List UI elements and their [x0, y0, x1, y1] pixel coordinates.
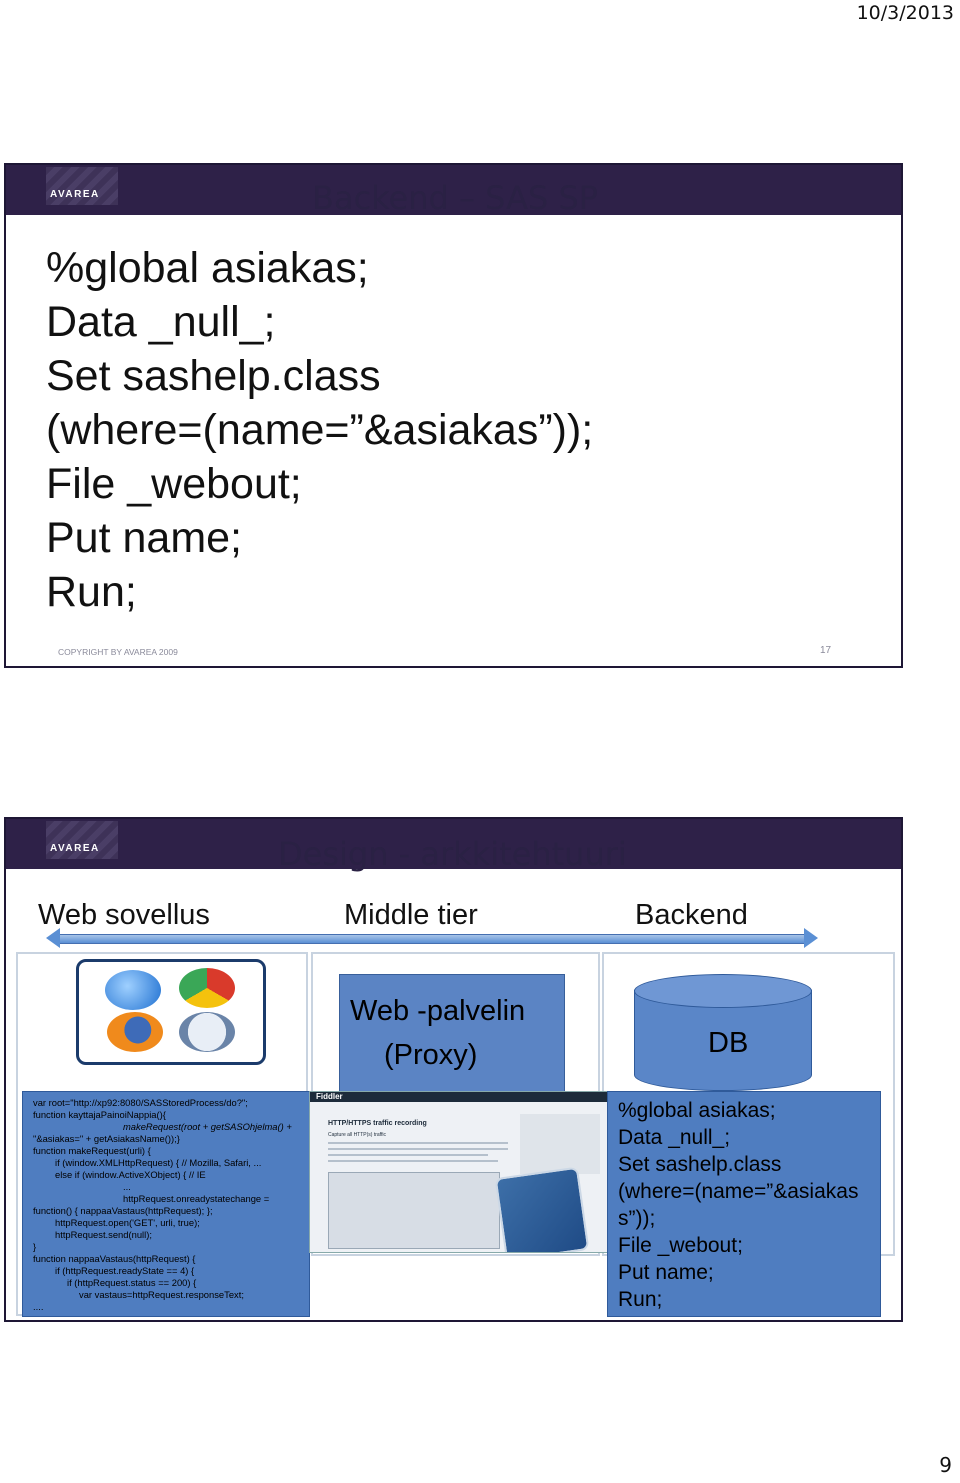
arrow-left-icon	[46, 928, 60, 948]
slide-title: Backend – SAS SP	[312, 179, 599, 217]
code-line: httpRequest.onreadystatechange =	[123, 1193, 270, 1204]
code-line: Run;	[618, 1288, 663, 1311]
tier-arrow	[58, 934, 806, 944]
code-line: (where=(name=”&asiakas”));	[46, 406, 594, 454]
proxy-label: (Proxy)	[384, 1039, 478, 1071]
fiddler-title: Fiddler	[316, 1092, 343, 1101]
fiddler-subheading: Capture all HTTP(s) traffic	[328, 1132, 386, 1138]
code-line: %global asiakas;	[46, 244, 369, 292]
code-line: makeRequest(root + getSASOhjelma() +	[123, 1121, 292, 1132]
code-line: function nappaaVastaus(httpRequest) {	[33, 1253, 196, 1264]
code-line: "&asiakas=" + getAsiakasName());}	[33, 1133, 180, 1144]
code-line: Data _null_;	[618, 1126, 731, 1149]
code-line: else if (window.ActiveXObject) { // IE	[55, 1169, 206, 1180]
code-line: function makeRequest(urli) {	[33, 1145, 151, 1156]
fiddler-screenshot: Fiddler HTTP/HTTPS traffic recording Cap…	[309, 1091, 608, 1253]
tier-backend-label: Backend	[635, 899, 748, 931]
code-line: ...	[123, 1181, 131, 1192]
avarea-logo: AVAREA	[46, 819, 118, 869]
slide-design-architecture: AVAREA Design - arkkitehtuuri Web sovell…	[4, 817, 903, 1322]
code-line: Put name;	[46, 514, 242, 562]
code-line: Put name;	[618, 1261, 714, 1284]
arrow-right-icon	[804, 928, 818, 948]
slide-number: 17	[820, 645, 832, 656]
code-line: var vastaus=httpRequest.responseText;	[79, 1289, 244, 1300]
page-number: 9	[939, 1453, 952, 1477]
slide-backend-sas: AVAREA Backend – SAS SP %global asiakas;…	[4, 163, 903, 668]
code-line: Set sashelp.class	[46, 352, 381, 400]
slide-header-bar	[6, 165, 901, 215]
slide-header-bar	[6, 819, 901, 869]
browser-icons	[76, 959, 266, 1065]
code-line: httpRequest.send(null);	[55, 1229, 152, 1240]
code-line: ....	[33, 1301, 44, 1312]
code-line: function kayttajaPainoiNappia(){	[33, 1109, 166, 1120]
web-server-box: Web -palvelin (Proxy)	[339, 974, 565, 1094]
database-cylinder: DB	[634, 974, 812, 1091]
code-line: (where=(name=”&asiakas	[618, 1180, 859, 1203]
chrome-icon	[179, 968, 235, 1008]
code-line: Run;	[46, 568, 137, 616]
avarea-logo: AVAREA	[46, 165, 118, 215]
slide-title: Design - arkkitehtuuri	[278, 835, 627, 873]
sas-code-box: %global asiakas; Data _null_; Set sashel…	[607, 1091, 881, 1317]
web-server-label: Web -palvelin	[350, 995, 526, 1027]
tier-web-label: Web sovellus	[38, 899, 210, 931]
code-line: Set sashelp.class	[618, 1153, 782, 1176]
code-line: if (window.XMLHttpRequest) { // Mozilla,…	[55, 1157, 262, 1168]
javascript-code-box: var root="http://xp92:8080/SASStoredProc…	[22, 1091, 310, 1317]
code-line: %global asiakas;	[618, 1099, 776, 1122]
code-line: if (httpRequest.status == 200) {	[67, 1277, 197, 1288]
code-line: s”));	[618, 1207, 656, 1230]
code-line: httpRequest.open('GET', urli, true);	[55, 1217, 200, 1228]
code-line: function() { nappaaVastaus(httpRequest);…	[33, 1205, 213, 1216]
code-line: Data _null_;	[46, 298, 276, 346]
tier-middle-label: Middle tier	[344, 899, 478, 931]
copyright-footer: COPYRIGHT BY AVAREA 2009	[58, 647, 178, 657]
safari-icon	[179, 1012, 235, 1052]
code-line: File _webout;	[618, 1234, 743, 1257]
internet-explorer-icon	[105, 970, 161, 1010]
virtualbox-icon	[494, 1166, 590, 1252]
firefox-icon	[107, 1012, 163, 1052]
header-date: 10/3/2013	[856, 2, 954, 24]
code-line: if (httpRequest.readyState == 4) {	[55, 1265, 195, 1276]
fiddler-heading: HTTP/HTTPS traffic recording	[328, 1120, 427, 1127]
db-label: DB	[708, 1027, 749, 1059]
code-line: }	[33, 1241, 37, 1252]
code-line: File _webout;	[46, 460, 302, 508]
code-line: var root="http://xp92:8080/SASStoredProc…	[33, 1097, 248, 1108]
